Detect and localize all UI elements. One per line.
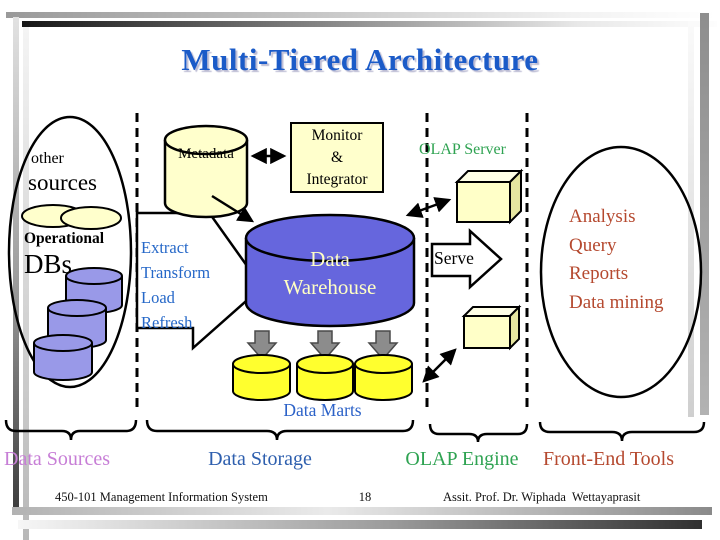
ampersand-line: & <box>330 148 344 166</box>
etl-step: Extract <box>141 238 189 257</box>
olap-server-cube-bottom <box>461 304 522 351</box>
other-label: other <box>31 150 64 167</box>
frame-left-bar-outer <box>13 17 19 511</box>
monitor-integrator-box: Monitor & Integrator <box>290 122 384 193</box>
data-marts-label: Data Marts <box>283 400 362 420</box>
tier-label-data-sources: Data Sources <box>4 448 111 470</box>
footer-author: Assit. Prof. Dr. Wiphada Wettayaprasit <box>443 490 641 504</box>
tier-braces <box>4 419 706 443</box>
serve-label: Serve <box>434 248 474 268</box>
frame-bottom-bar-upper <box>12 507 712 515</box>
tier-label-olap-engine: OLAP Engine <box>405 448 519 470</box>
frame-top-bar-inner <box>22 21 717 27</box>
olap-server-label: OLAP Server <box>419 141 506 158</box>
etl-step: Transform <box>141 263 211 282</box>
activity: Query <box>569 234 617 256</box>
tier-label-front-end-tools: Front-End Tools <box>543 448 675 470</box>
warehouse-to-marts-arrows <box>246 330 399 361</box>
etl-steps: Extract Transform Load Refresh <box>141 235 210 335</box>
data-mart-cylinders <box>232 354 413 401</box>
frame-top-bar-outer <box>6 12 716 18</box>
activity: Data mining <box>569 291 664 313</box>
footer-course: 450-101 Management Information System <box>55 490 268 504</box>
olap-server-cube-top <box>454 168 524 225</box>
operational-label: Operational <box>24 230 105 247</box>
activity: Analysis <box>569 206 636 227</box>
front-end-activities: Analysis Query Reports Data mining <box>569 203 663 317</box>
other-sources-ellipses <box>21 204 122 230</box>
frame-right-bar-inner <box>688 21 694 417</box>
etl-step: Refresh <box>141 313 193 332</box>
frame-left-bar-inner <box>23 27 29 540</box>
integrator-line: Integrator <box>306 170 368 188</box>
activity: Reports <box>569 263 629 284</box>
footer-page-number: 18 <box>358 490 372 504</box>
connector-arrows <box>211 147 457 383</box>
data-warehouse-label: Data Warehouse <box>283 247 377 299</box>
metadata-label: Metadata <box>178 146 234 162</box>
tier-label-data-storage: Data Storage <box>208 448 312 470</box>
etl-step: Load <box>141 288 175 307</box>
data-warehouse-cylinder <box>244 213 416 328</box>
operational-db-cylinders <box>33 267 123 381</box>
monitor-line: Monitor <box>311 126 363 144</box>
data-sources-ellipse <box>7 115 133 389</box>
front-end-tools-ellipse <box>539 145 703 399</box>
slide-title: Multi-Tiered Architecture <box>181 42 539 77</box>
frame-bottom-bar-lower <box>18 520 702 529</box>
dbs-label: DBs <box>24 249 73 279</box>
serve-arrow <box>430 228 503 290</box>
frame-right-bar-outer <box>700 13 709 415</box>
metadata-cylinder <box>163 124 249 219</box>
sources-label: sources <box>28 170 97 195</box>
